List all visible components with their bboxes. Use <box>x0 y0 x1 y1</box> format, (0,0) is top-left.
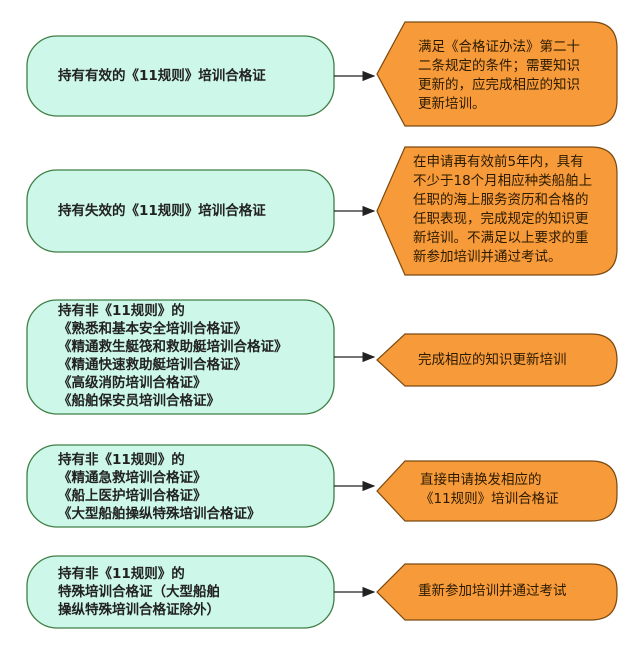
left-text-line: 特殊培训合格证（大型船舶 <box>58 584 220 600</box>
right-text-line: 更新培训。 <box>418 96 486 112</box>
right-text-line: 二条规定的条件；需要知识 <box>418 58 580 74</box>
right-text-line: 完成相应的知识更新培训 <box>418 352 567 368</box>
left-box-text-4: 持有非《11规则》的《精通急救培训合格证》《船上医护培训合格证》《大型船舶操纵特… <box>58 451 261 523</box>
left-text-line: 《高级消防培训合格证》 <box>58 375 207 391</box>
right-box-2 <box>376 146 618 276</box>
right-text-line: 任职的海上服务资历和合格的 <box>413 192 589 208</box>
left-text-line: 持有非《11规则》的 <box>58 566 185 582</box>
left-box-text-3: 持有非《11规则》的《熟悉和基本安全培训合格证》《精通救生艇筏和救助艇培训合格证… <box>58 302 288 410</box>
right-box-1 <box>376 21 618 127</box>
left-text-line: 《船上医护培训合格证》 <box>58 488 207 504</box>
right-text-line: 不少于18个月相应种类船舶上 <box>413 173 593 189</box>
left-text-line: 持有失效的《11规则》培训合格证 <box>58 203 266 219</box>
right-text-line: 在申请再有效前5年内，具有 <box>413 154 584 170</box>
left-text-line: 《精通救生艇筏和救助艇培训合格证》 <box>58 339 288 355</box>
right-box-5 <box>376 563 618 621</box>
left-text-line: 持有有效的《11规则》培训合格证 <box>58 68 266 84</box>
left-text-line: 《精通急救培训合格证》 <box>58 470 207 486</box>
right-text-line: 任职表现，完成规定的知识更 <box>413 211 589 227</box>
right-text-line: 满足《合格证办法》第二十 <box>418 39 580 55</box>
left-text-line: 《大型船舶操纵特殊培训合格证》 <box>58 506 261 522</box>
right-text-line: 新参加培训并通过考试。 <box>413 249 562 265</box>
right-box-3 <box>376 333 618 387</box>
right-box-text-2: 在申请再有效前5年内，具有不少于18个月相应种类船舶上任职的海上服务资历和合格的… <box>413 153 592 267</box>
right-text-line: 重新参加培训并通过考试 <box>418 583 567 599</box>
left-text-line: 《熟悉和基本安全培训合格证》 <box>58 321 247 337</box>
left-text-line: 持有非《11规则》的 <box>58 452 185 468</box>
right-text-line: 直接申请换发相应的 <box>420 472 542 488</box>
left-box-text-5: 持有非《11规则》的特殊培训合格证（大型船舶操纵特殊培训合格证除外） <box>58 565 220 619</box>
left-box-text-1: 持有有效的《11规则》培训合格证 <box>58 67 266 85</box>
right-box-text-1: 满足《合格证办法》第二十二条规定的条件；需要知识更新的，应完成相应的知识更新培训… <box>418 38 580 114</box>
left-text-line: 操纵特殊培训合格证除外） <box>58 602 220 618</box>
right-text-line: 新培训。不满足以上要求的重 <box>413 230 589 246</box>
left-text-line: 《船舶保安员培训合格证》 <box>58 393 220 409</box>
right-box-text-5: 重新参加培训并通过考试 <box>418 582 567 601</box>
right-box-text-3: 完成相应的知识更新培训 <box>418 351 567 370</box>
left-box-text-2: 持有失效的《11规则》培训合格证 <box>58 202 266 220</box>
right-box-text-4: 直接申请换发相应的《11规则》培训合格证 <box>420 471 559 509</box>
right-text-line: 更新的，应完成相应的知识 <box>418 77 580 93</box>
left-text-line: 持有非《11规则》的 <box>58 303 185 319</box>
left-text-line: 《精通快速救助艇培训合格证》 <box>58 357 247 373</box>
right-text-line: 《11规则》培训合格证 <box>420 491 559 507</box>
right-box-4 <box>376 460 618 522</box>
